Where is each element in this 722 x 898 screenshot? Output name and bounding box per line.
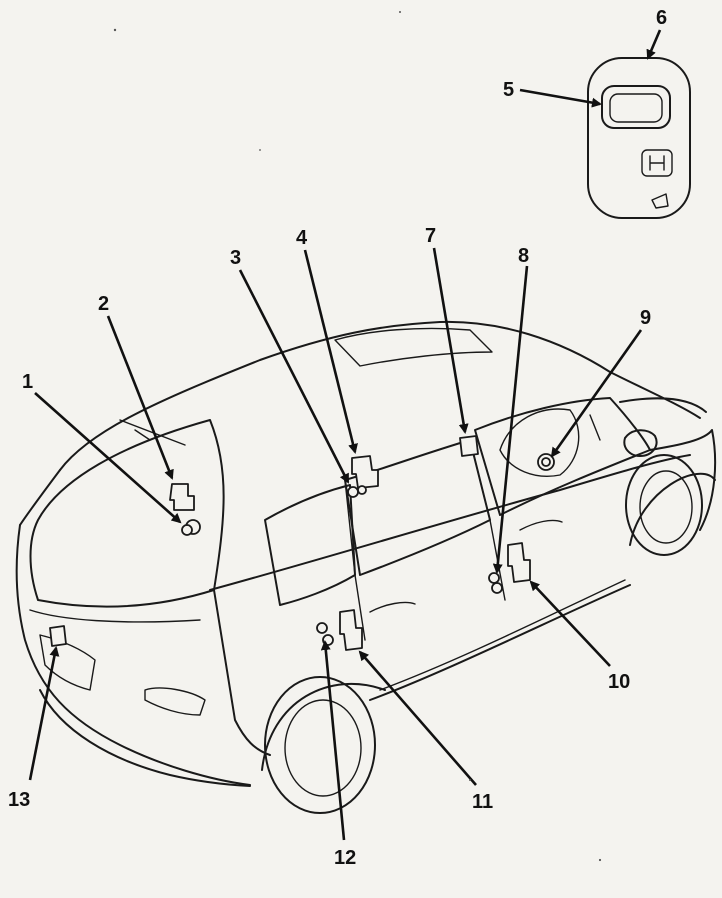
key-fob-button-icon — [651, 193, 669, 209]
leader-4 — [303, 249, 358, 454]
leader-10 — [529, 580, 611, 667]
component-rear-door-switch-lower — [339, 609, 363, 651]
callout-1: 1 — [22, 371, 33, 393]
callout-10: 10 — [608, 671, 630, 693]
callout-3: 3 — [230, 247, 241, 269]
callout-9: 9 — [640, 307, 651, 329]
callout-4: 4 — [296, 227, 308, 249]
callout-6: 6 — [656, 7, 667, 29]
leader-lines — [28, 29, 662, 841]
callout-7: 7 — [425, 225, 436, 247]
leader-7 — [432, 247, 469, 434]
component-speaker — [537, 453, 555, 471]
key-fob-icon — [587, 57, 691, 219]
component-rear-door-sensor — [316, 622, 334, 646]
scan-specks — [113, 11, 602, 862]
callout-13: 13 — [8, 789, 30, 811]
leader-5 — [519, 88, 602, 108]
component-control-unit — [459, 435, 479, 457]
leader-13 — [28, 646, 60, 781]
vehicle-outline — [15, 320, 717, 814]
leader-9 — [550, 329, 643, 458]
callout-labels: 1 2 3 4 5 6 7 8 9 10 11 12 13 — [8, 7, 667, 869]
leader-3 — [238, 269, 350, 484]
leader-12 — [320, 640, 346, 841]
leader-2 — [106, 315, 174, 480]
callout-12: 12 — [334, 847, 356, 869]
callout-8: 8 — [518, 245, 529, 267]
callout-11: 11 — [472, 791, 493, 813]
component-rear-door-switch-upper — [347, 455, 379, 498]
component-rear-hatch-switch — [169, 483, 201, 536]
leader-8 — [492, 265, 529, 574]
leader-1 — [34, 392, 182, 524]
callout-2: 2 — [98, 293, 109, 315]
h-emblem-icon — [641, 149, 673, 177]
leader-6 — [646, 29, 662, 60]
callout-5: 5 — [503, 79, 514, 101]
leader-11 — [358, 650, 477, 786]
component-tailgate-sensor — [49, 625, 67, 647]
component-front-door-switch — [507, 542, 531, 583]
